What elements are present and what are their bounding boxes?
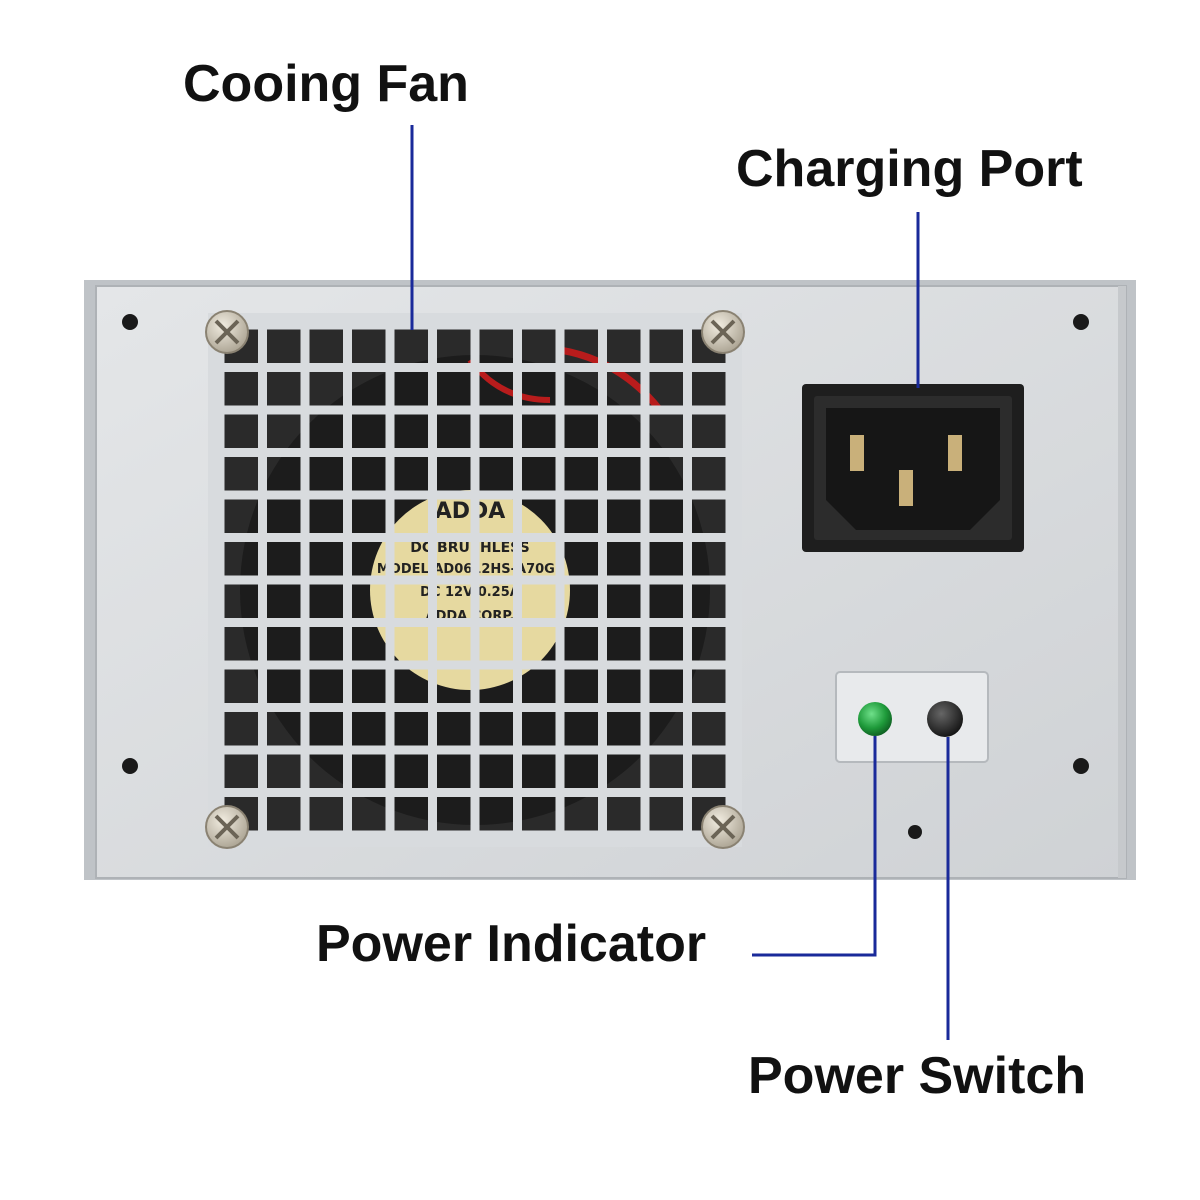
fan-grille: [208, 313, 742, 847]
fan-sticker-brand: ADDA: [435, 499, 506, 524]
power-switch-label: Power Switch: [748, 1047, 1087, 1105]
grille-bar-horizontal: [220, 788, 730, 797]
fan-sticker-line3: DC 12V 0.25A: [420, 585, 520, 600]
grille-bar-horizontal: [220, 703, 730, 712]
grille-bar-vertical: [513, 325, 522, 835]
fan-sticker-model: MODEL AD0612HS-A70GL: [377, 562, 563, 577]
grille-bar-vertical: [683, 325, 692, 835]
port-pin-neutral: [948, 435, 962, 471]
power-switch-button[interactable]: [927, 701, 963, 737]
callout-lines: [410, 125, 950, 1040]
cooling-fan-label: Cooing Fan: [183, 55, 469, 113]
grille-bar-horizontal: [220, 745, 730, 755]
grille-bar-vertical: [598, 325, 607, 835]
port-pin-ground: [899, 470, 913, 506]
grille-bar-vertical: [640, 325, 650, 835]
charging-port-label: Charging Port: [736, 140, 1083, 198]
screw-icon: [205, 310, 249, 354]
callout-line-indicator: [752, 736, 877, 957]
grille-frame: [208, 313, 742, 847]
power-indicator-led: [858, 702, 892, 736]
screw-icon: [205, 805, 249, 849]
power-indicator-label: Power Indicator: [316, 915, 707, 973]
screw-icon: [701, 805, 745, 849]
grille-bar-vertical: [555, 325, 565, 835]
grille-bar-vertical: [470, 325, 480, 835]
screw-icon: [701, 310, 745, 354]
mounting-holes: [122, 314, 1089, 839]
grille-bar-horizontal: [220, 618, 730, 627]
screws: [205, 310, 745, 849]
fan-sticker: ADDA DC BRUSHLESS MODEL AD0612HS-A70GL D…: [377, 499, 563, 624]
port-pin-live: [850, 435, 864, 471]
grille-bar-horizontal: [220, 660, 730, 670]
fan-sticker-line1: DC BRUSHLESS: [410, 540, 529, 556]
charging-port[interactable]: [802, 384, 1024, 552]
